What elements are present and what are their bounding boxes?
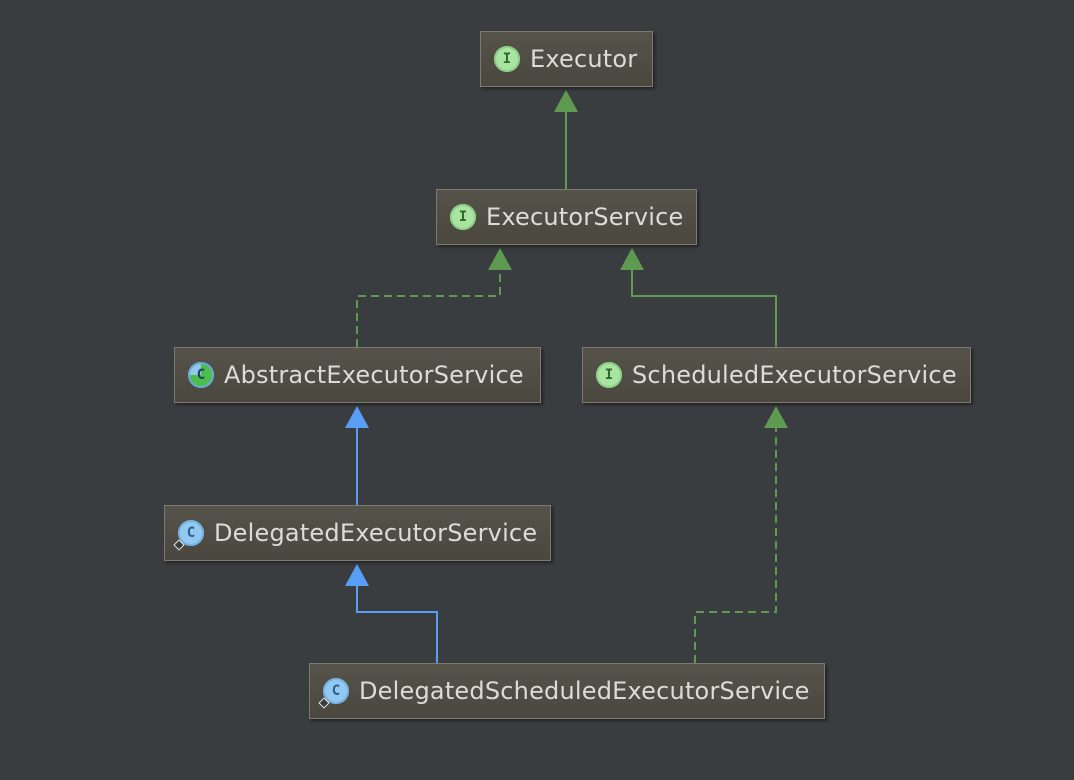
edge-line [694,428,777,663]
edge-line [356,270,501,347]
package-private-icon [318,697,330,709]
edge-delegatedexecutorservice-to-abstractexecutorservice [345,406,369,505]
node-label: DelegatedScheduledExecutorService [359,677,810,705]
edge-delegatedscheduled-to-scheduledexecutorservice [694,406,788,663]
class-badge-letter: C [186,525,196,541]
interface-icon: I [596,362,622,388]
node-label: AbstractExecutorService [224,361,524,389]
node-delegated-executor-service[interactable]: C DelegatedExecutorService [164,505,551,561]
node-label: Executor [530,45,638,73]
node-delegated-scheduled-executor-service[interactable]: C DelegatedScheduledExecutorService [309,663,825,719]
edge-scheduledexecutorservice-to-executorservice [620,248,777,347]
package-private-icon [173,539,185,551]
class-icon: C [173,520,204,551]
inheritance-arrowhead [764,406,788,428]
inheritance-arrowhead [345,564,369,586]
abstract-class-icon: C [188,362,214,388]
inheritance-arrowhead [488,248,512,270]
edge-abstractexecutorservice-to-executorservice [356,248,512,347]
interface-icon: I [450,204,476,230]
inheritance-arrowhead [554,90,578,112]
inheritance-arrowhead [620,248,644,270]
class-icon: C [318,678,349,709]
inheritance-arrowhead [345,406,369,428]
interface-icon: I [494,46,520,72]
class-badge-letter: C [331,683,341,699]
node-scheduled-executor-service[interactable]: I ScheduledExecutorService [582,347,971,403]
node-executor[interactable]: I Executor [480,31,653,87]
node-abstract-executor-service[interactable]: C AbstractExecutorService [174,347,541,403]
edge-line [356,586,438,663]
edge-line [631,270,777,347]
edge-delegatedscheduled-to-delegatedexecutorservice [345,564,438,663]
node-label: ScheduledExecutorService [632,361,957,389]
node-label: DelegatedExecutorService [214,519,538,547]
node-label: ExecutorService [486,203,684,231]
edge-executorservice-to-executor [554,90,578,189]
node-executor-service[interactable]: I ExecutorService [436,189,697,245]
